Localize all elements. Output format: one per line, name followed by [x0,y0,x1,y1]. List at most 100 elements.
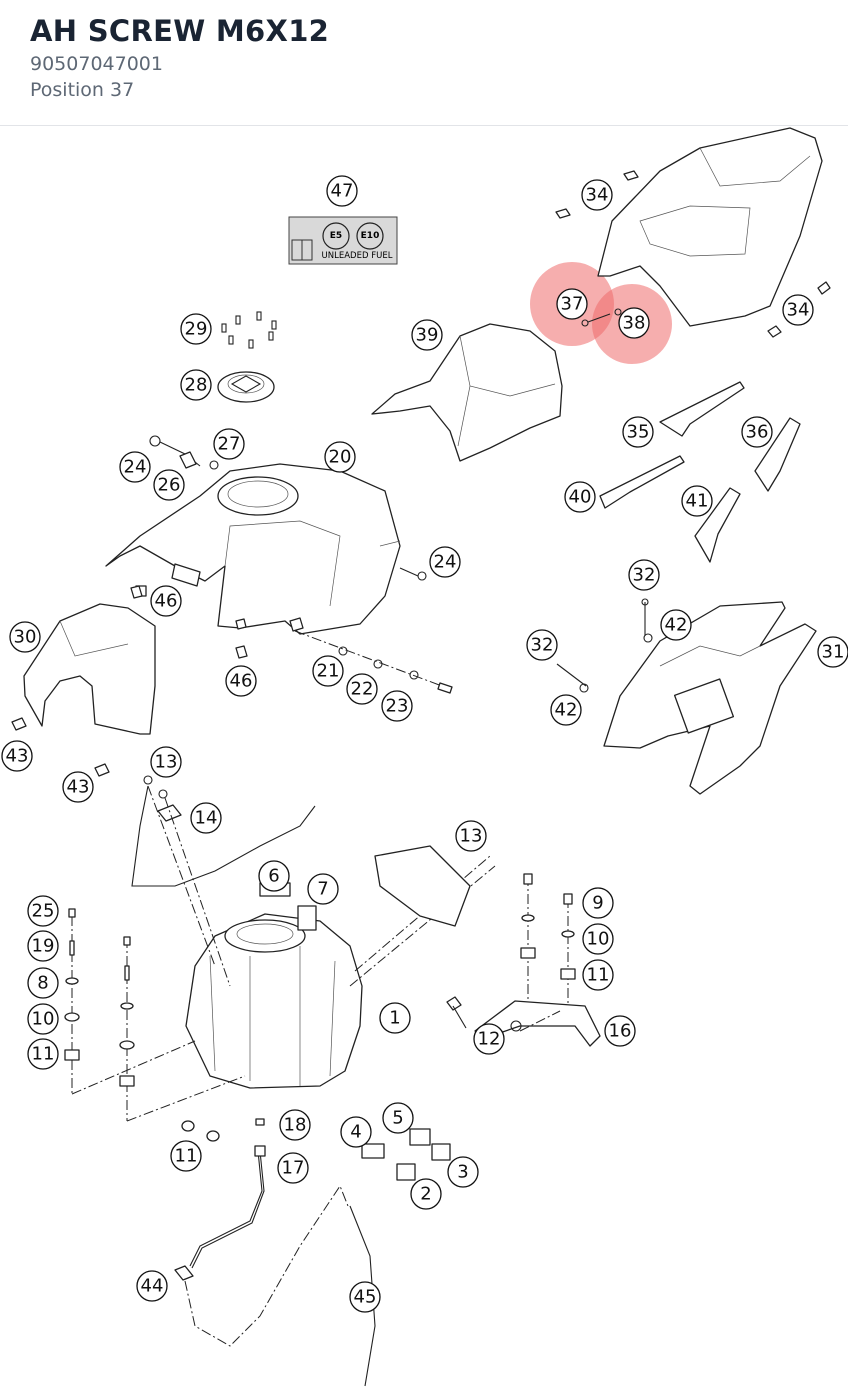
svg-text:20: 20 [329,447,352,468]
svg-text:39: 39 [416,325,439,346]
callout-47[interactable]: 47 [326,175,358,207]
svg-text:26: 26 [158,475,181,496]
callout-11[interactable]: 11 [27,1038,59,1070]
svg-text:27: 27 [218,434,241,455]
callout-19[interactable]: 19 [27,930,59,962]
callout-42[interactable]: 42 [550,694,582,726]
svg-text:4: 4 [350,1122,361,1143]
callout-25[interactable]: 25 [27,895,59,927]
svg-text:41: 41 [686,491,709,512]
svg-text:44: 44 [141,1276,164,1297]
callout-16[interactable]: 16 [604,1015,636,1047]
callout-27[interactable]: 27 [213,428,245,460]
callout-34[interactable]: 34 [782,294,814,326]
callout-26[interactable]: 26 [153,469,185,501]
callout-21[interactable]: 21 [312,655,344,687]
svg-text:23: 23 [386,696,409,717]
svg-text:32: 32 [633,565,656,586]
fuel-cap-drawing [217,311,277,403]
svg-text:45: 45 [354,1287,377,1308]
callout-6[interactable]: 6 [258,860,290,892]
callout-1[interactable]: 1 [379,1002,411,1034]
svg-text:2: 2 [420,1184,431,1205]
front-seat-drawing [371,323,563,462]
svg-text:25: 25 [32,901,55,922]
svg-text:38: 38 [623,313,646,334]
callout-23[interactable]: 23 [381,690,413,722]
svg-text:14: 14 [195,808,218,829]
callout-5[interactable]: 5 [382,1102,414,1134]
position-label: Position 37 [30,79,135,101]
callout-18[interactable]: 18 [279,1109,311,1141]
svg-text:17: 17 [282,1158,305,1179]
svg-text:31: 31 [822,642,845,663]
svg-text:16: 16 [609,1021,632,1042]
callout-4[interactable]: 4 [340,1116,372,1148]
svg-text:13: 13 [155,752,178,773]
callout-43[interactable]: 43 [62,771,94,803]
callout-35[interactable]: 35 [622,416,654,448]
svg-text:42: 42 [555,700,578,721]
callout-10[interactable]: 10 [27,1003,59,1035]
side-panel-drawings [599,381,801,563]
callout-41[interactable]: 41 [681,485,713,517]
callout-8[interactable]: 8 [27,967,59,999]
svg-text:6: 6 [268,866,279,887]
callout-31[interactable]: 31 [817,636,848,668]
exploded-parts-diagram: E5 E10 UNLEADED FUEL [0,126,848,1390]
callout-40[interactable]: 40 [564,481,596,513]
callout-14[interactable]: 14 [190,802,222,834]
callout-38-selected[interactable]: 38 [618,307,650,339]
left-mount-stack [64,908,246,1122]
svg-text:47: 47 [331,181,354,202]
callout-36[interactable]: 36 [741,416,773,448]
callout-12[interactable]: 12 [473,1023,505,1055]
svg-text:1: 1 [389,1008,400,1029]
fuel-hoses [174,1145,376,1387]
callout-13[interactable]: 13 [150,746,182,778]
callout-9[interactable]: 9 [582,887,614,919]
svg-text:46: 46 [155,591,178,612]
callout-24[interactable]: 24 [429,546,461,578]
callout-44[interactable]: 44 [136,1270,168,1302]
svg-text:32: 32 [531,635,554,656]
svg-text:3: 3 [457,1162,468,1183]
callout-39[interactable]: 39 [411,319,443,351]
svg-text:29: 29 [185,319,208,340]
svg-text:35: 35 [627,422,650,443]
callout-45[interactable]: 45 [349,1281,381,1313]
part-header: AH SCREW M6X12 90507047001 Position 37 [0,0,848,126]
fuel-tank-drawing [131,775,496,1089]
callout-32[interactable]: 32 [628,559,660,591]
callout-13[interactable]: 13 [455,820,487,852]
e10-badge: E10 [361,231,380,241]
callout-29[interactable]: 29 [180,313,212,345]
callout-46[interactable]: 46 [225,665,257,697]
svg-text:37: 37 [561,294,584,315]
callout-46[interactable]: 46 [150,585,182,617]
svg-text:40: 40 [569,487,592,508]
svg-text:19: 19 [32,936,55,957]
callout-7[interactable]: 7 [307,873,339,905]
callout-20[interactable]: 20 [324,441,356,473]
svg-text:12: 12 [478,1029,501,1050]
callout-11[interactable]: 11 [170,1140,202,1172]
callout-42[interactable]: 42 [660,609,692,641]
callout-10[interactable]: 10 [582,923,614,955]
callout-2[interactable]: 2 [410,1178,442,1210]
svg-text:42: 42 [665,615,688,636]
callout-30[interactable]: 30 [9,621,41,653]
callout-34[interactable]: 34 [581,179,613,211]
callout-43[interactable]: 43 [1,740,33,772]
callout-11[interactable]: 11 [582,959,614,991]
front-fairing-drawing [11,585,248,777]
callout-24[interactable]: 24 [119,451,151,483]
callout-labels: 47 34 37 38 34 39 29 28 35 36 27 24 20 2… [1,175,848,1313]
e5-badge: E5 [330,231,342,241]
callout-22[interactable]: 22 [346,673,378,705]
callout-17[interactable]: 17 [277,1152,309,1184]
callout-3[interactable]: 3 [447,1156,479,1188]
callout-28[interactable]: 28 [180,369,212,401]
callout-32[interactable]: 32 [526,629,558,661]
callout-37-selected[interactable]: 37 [556,288,588,320]
